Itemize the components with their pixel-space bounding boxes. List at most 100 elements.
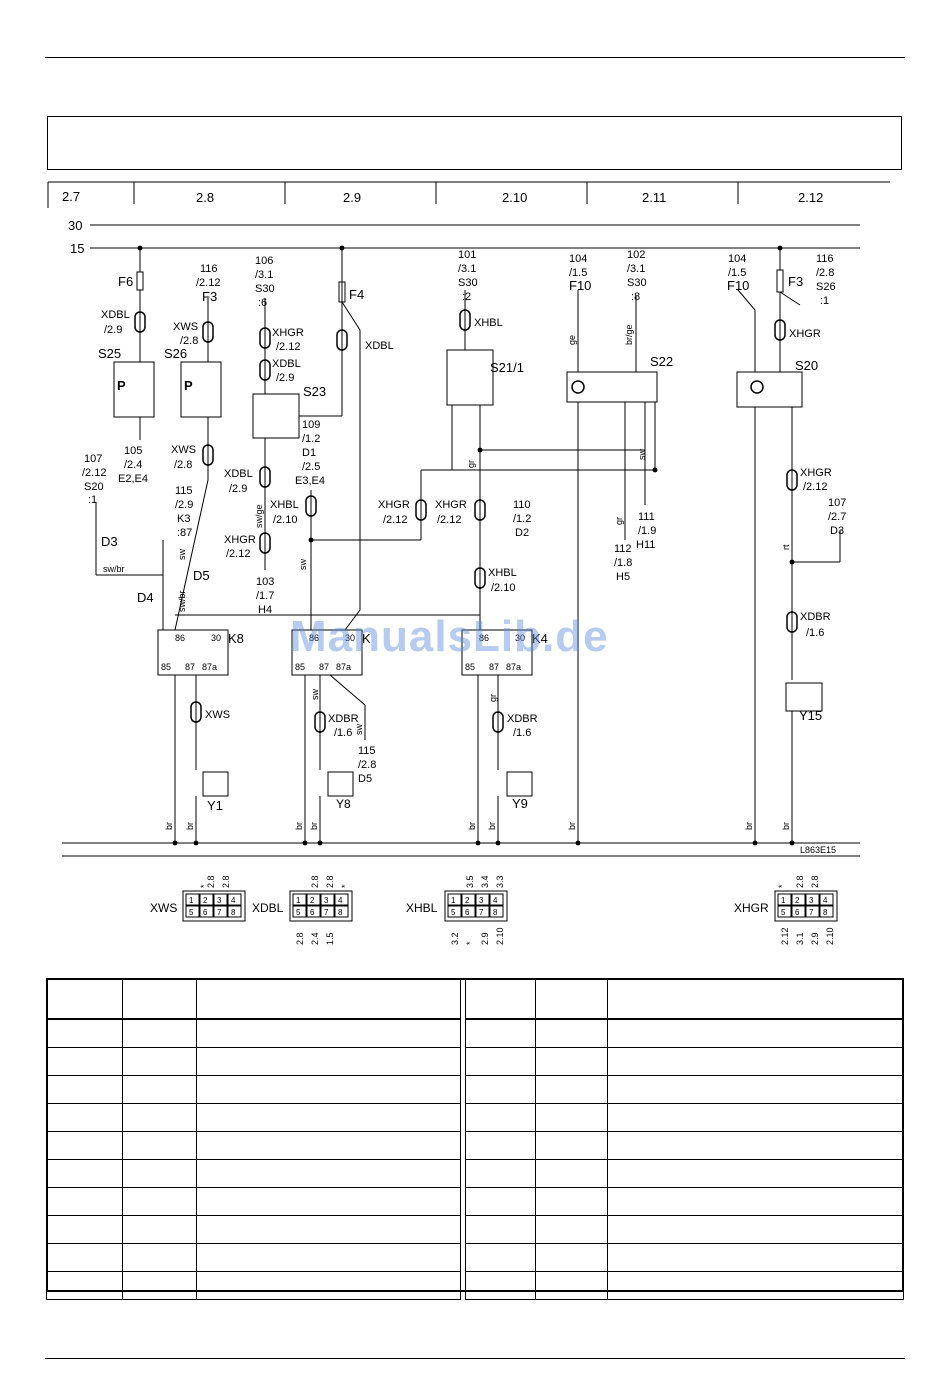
pin-cell	[334, 893, 349, 906]
ref-107a4: :1	[88, 494, 97, 506]
legend-cell	[46, 1159, 123, 1188]
pin-cell	[227, 905, 242, 918]
conn-xhbl-k4-ref: /2.10	[491, 582, 515, 594]
legend-cell	[606, 1159, 905, 1188]
ref-111b: /1.9	[638, 525, 656, 537]
bc-xws-top-1: 2.8	[206, 875, 216, 888]
col-2-8: 2.8	[196, 190, 214, 205]
pin-number: 4	[338, 896, 343, 905]
pin-number: 2	[310, 896, 315, 905]
legend-cell	[195, 1159, 462, 1188]
legend-cell	[465, 978, 536, 1020]
wire-gr-s22: gr	[614, 517, 624, 525]
wire-sw-k-out: sw	[310, 689, 320, 701]
conn-xdbl-f4: XDBL	[365, 340, 394, 352]
pin-number: 8	[823, 908, 828, 917]
pin-cell	[199, 893, 214, 906]
title-box	[47, 116, 902, 170]
legend-cell	[195, 1047, 462, 1076]
legend-table-left	[46, 978, 462, 1300]
conn-xdbl-f6-ref: /2.9	[104, 324, 122, 336]
legend-cell	[465, 1243, 536, 1272]
ref-107a2: /2.12	[82, 467, 106, 479]
legend-cell	[121, 1075, 197, 1104]
legend-cell	[46, 1131, 123, 1160]
bc-xhgr-label: XHGR	[734, 901, 769, 915]
bc-xhgr-bot-0: 2.12	[780, 927, 790, 945]
wire-gr-k4: gr	[488, 694, 498, 702]
legend-row	[46, 1243, 462, 1272]
bc-xdbl-bot-1: 2.4	[310, 932, 320, 945]
pin-cell	[320, 893, 335, 906]
comp-Y1: Y1	[207, 798, 223, 813]
conn-xhgr-s23: XHGR	[272, 327, 304, 339]
comp-K8: K8	[228, 631, 244, 646]
conn-xws-s26: XWS	[173, 321, 198, 333]
conn-xhgr-a: XHGR	[378, 499, 410, 511]
rail-30: 30	[68, 218, 82, 233]
k-87: 87	[319, 662, 329, 672]
pin-number: 7	[324, 908, 329, 917]
comp-F3a: F3	[202, 289, 217, 304]
bc-xhbl-bot-2: 2.9	[480, 932, 490, 945]
wire-br-9: br	[781, 822, 791, 830]
legend-cell	[195, 1243, 462, 1272]
ref-109d: /2.5	[302, 461, 320, 473]
pin-number: 2	[465, 896, 470, 905]
conn-xhbl-mid: XHBL	[270, 499, 299, 511]
k-85: 85	[295, 662, 305, 672]
legend-row	[465, 1075, 905, 1104]
conn-xdbr-y15: XDBR	[800, 611, 831, 623]
wire-br-1: br	[164, 822, 174, 830]
comp-D4: D4	[137, 590, 154, 605]
comp-P-s25: P	[117, 378, 126, 393]
bc-xdbl-top-0: 2.8	[310, 875, 320, 888]
ref-104a: 104	[569, 253, 587, 265]
comp-F3b: F3	[788, 274, 803, 289]
legend-cell	[121, 1187, 197, 1216]
comp-Y9: Y9	[512, 796, 528, 811]
conn-xhbl-s21: XHBL	[474, 317, 503, 329]
comp-F4: F4	[349, 287, 364, 302]
comp-P-s26: P	[184, 378, 193, 393]
pin-number: 1	[781, 896, 786, 905]
conn-xdbr-y9-ref: /1.6	[513, 727, 531, 739]
pin-cell	[213, 905, 228, 918]
conn-xhgr-s23-ref: /2.12	[276, 341, 300, 353]
col-2-12: 2.12	[798, 190, 823, 205]
legend-cell	[465, 1215, 536, 1244]
legend-cell	[121, 1103, 197, 1132]
legend-cell	[121, 1047, 197, 1076]
ref-111c: H11	[636, 539, 655, 551]
wire-sw-k: sw	[298, 559, 308, 571]
legend-cell	[465, 1131, 536, 1160]
legend-cell	[195, 1018, 462, 1048]
pin-cell	[320, 905, 335, 918]
ref-102: 102	[627, 249, 645, 261]
pin-cell	[819, 893, 834, 906]
pin-number: 8	[493, 908, 498, 917]
col-2-10: 2.10	[502, 190, 527, 205]
legend-cell	[606, 1103, 905, 1132]
legend-cell	[465, 1103, 536, 1132]
legend-table-right	[465, 978, 905, 1300]
pin-cell	[334, 905, 349, 918]
wire-swge: sw/ge	[254, 504, 264, 528]
ref-115a: 115	[175, 485, 193, 497]
conn-xdbr-y8: XDBR	[328, 713, 359, 725]
ref-112b: /1.8	[614, 557, 632, 569]
bc-xhbl-top-2: 3.3	[495, 875, 505, 888]
pin-cell	[791, 905, 806, 918]
pin-number: 4	[823, 896, 828, 905]
pin-number: 5	[781, 908, 786, 917]
pin-cell	[447, 905, 462, 918]
legend-row	[465, 1103, 905, 1132]
pin-number: 3	[217, 896, 222, 905]
wire-br-7: br	[567, 822, 577, 830]
legend-cell	[195, 1215, 462, 1244]
pin-number: 5	[296, 908, 301, 917]
legend-cell	[195, 1103, 462, 1132]
ref-110c: D2	[515, 527, 529, 539]
ref-109: 109	[302, 419, 320, 431]
bc-xhgr-bot-1: 3.1	[795, 932, 805, 945]
